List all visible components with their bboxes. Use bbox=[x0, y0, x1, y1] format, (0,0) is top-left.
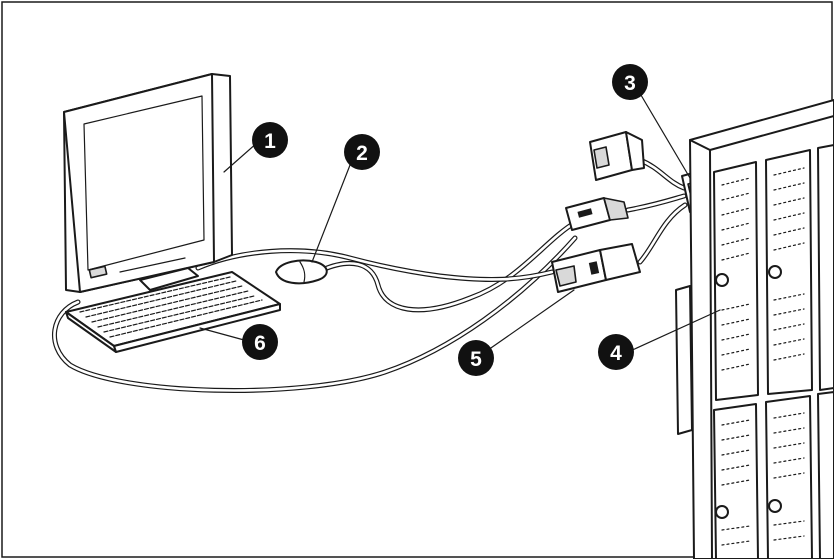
monitor bbox=[63, 73, 233, 293]
callout-2: 2 bbox=[344, 134, 380, 170]
callout-3-label: 3 bbox=[624, 72, 636, 95]
callout-6: 6 bbox=[242, 324, 278, 360]
callout-3: 3 bbox=[612, 64, 648, 100]
blade-enclosure bbox=[675, 99, 834, 559]
leader-lines bbox=[199, 89, 721, 353]
blade-row-bottom bbox=[713, 391, 834, 559]
usb-connector bbox=[565, 197, 629, 231]
keyboard bbox=[65, 271, 281, 353]
mouse bbox=[275, 259, 328, 285]
callout-6-label: 6 bbox=[254, 332, 266, 355]
callout-5-label: 5 bbox=[470, 348, 482, 371]
callout-5: 5 bbox=[458, 340, 494, 376]
serial-connector-top bbox=[589, 131, 645, 181]
callout-4-label: 4 bbox=[610, 342, 622, 365]
callout-1: 1 bbox=[252, 122, 288, 158]
video-connector bbox=[551, 243, 641, 293]
callout-1-label: 1 bbox=[264, 130, 276, 153]
callout-2-label: 2 bbox=[356, 142, 368, 165]
blade-row-top bbox=[713, 144, 834, 401]
cables bbox=[52, 157, 688, 393]
callout-4: 4 bbox=[598, 334, 634, 370]
